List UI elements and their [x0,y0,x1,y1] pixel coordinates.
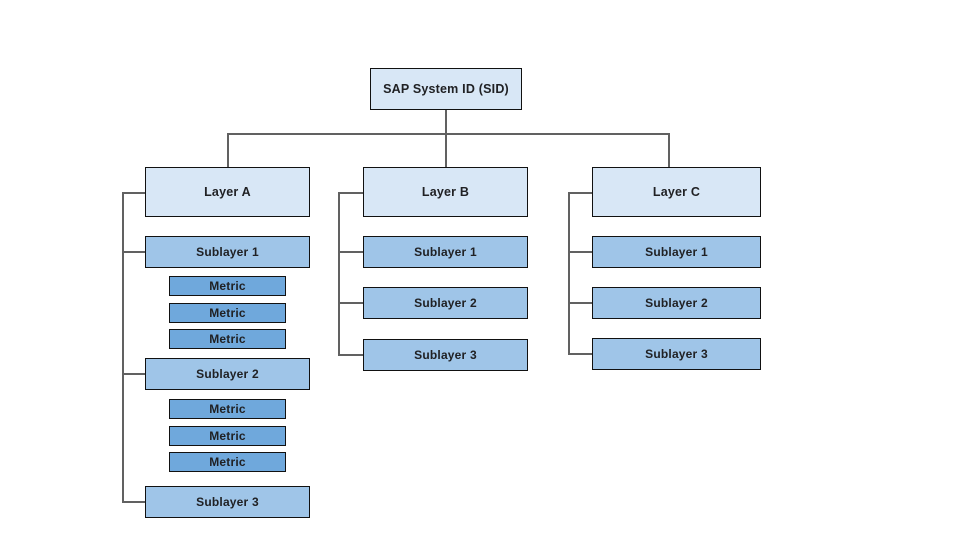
stub-layer-c-sublayer-2 [568,302,592,304]
layer-a-sublayer-1-metric-1: Metric [169,276,286,296]
layer-a-sublayer-2-node: Sublayer 2 [145,358,310,390]
layer-a-sublayer-2-metric-1: Metric [169,399,286,419]
layer-b-sublayer-3-node: Sublayer 3 [363,339,528,371]
layer-a-sublayer-2-metric-2: Metric [169,426,286,446]
stub-layer-a-sublayer-3 [122,501,145,503]
layer-a-sublayer-1-metric-2: Metric [169,303,286,323]
layer-b-sublayer-1-node: Sublayer 1 [363,236,528,268]
layer-a-node: Layer A [145,167,310,217]
stub-layer-b [338,192,363,194]
layer-a-sublayer-1-node: Sublayer 1 [145,236,310,268]
layer-c-sublayer-1-node: Sublayer 1 [592,236,761,268]
connector-drop-layer-b [445,133,447,167]
stub-layer-a [122,192,145,194]
stub-layer-a-sublayer-1 [122,251,145,253]
layer-c-sublayer-2-node: Sublayer 2 [592,287,761,319]
layer-a-sublayer-2-metric-3: Metric [169,452,286,472]
bracket-layer-b [338,192,340,355]
connector-root-stem [445,110,447,133]
stub-layer-b-sublayer-2 [338,302,363,304]
connector-drop-layer-c [668,133,670,167]
bracket-layer-c [568,192,570,354]
stub-layer-b-sublayer-3 [338,354,363,356]
layer-a-sublayer-1-metric-3: Metric [169,329,286,349]
layer-c-node: Layer C [592,167,761,217]
root-node-sap-sid: SAP System ID (SID) [370,68,522,110]
stub-layer-c-sublayer-3 [568,353,592,355]
stub-layer-b-sublayer-1 [338,251,363,253]
layer-b-node: Layer B [363,167,528,217]
connector-horizontal-bar [227,133,669,135]
layer-c-sublayer-3-node: Sublayer 3 [592,338,761,370]
stub-layer-c-sublayer-1 [568,251,592,253]
stub-layer-a-sublayer-2 [122,373,145,375]
bracket-layer-a [122,192,124,503]
connector-drop-layer-a [227,133,229,167]
layer-b-sublayer-2-node: Sublayer 2 [363,287,528,319]
layer-a-sublayer-3-node: Sublayer 3 [145,486,310,518]
stub-layer-c [568,192,592,194]
